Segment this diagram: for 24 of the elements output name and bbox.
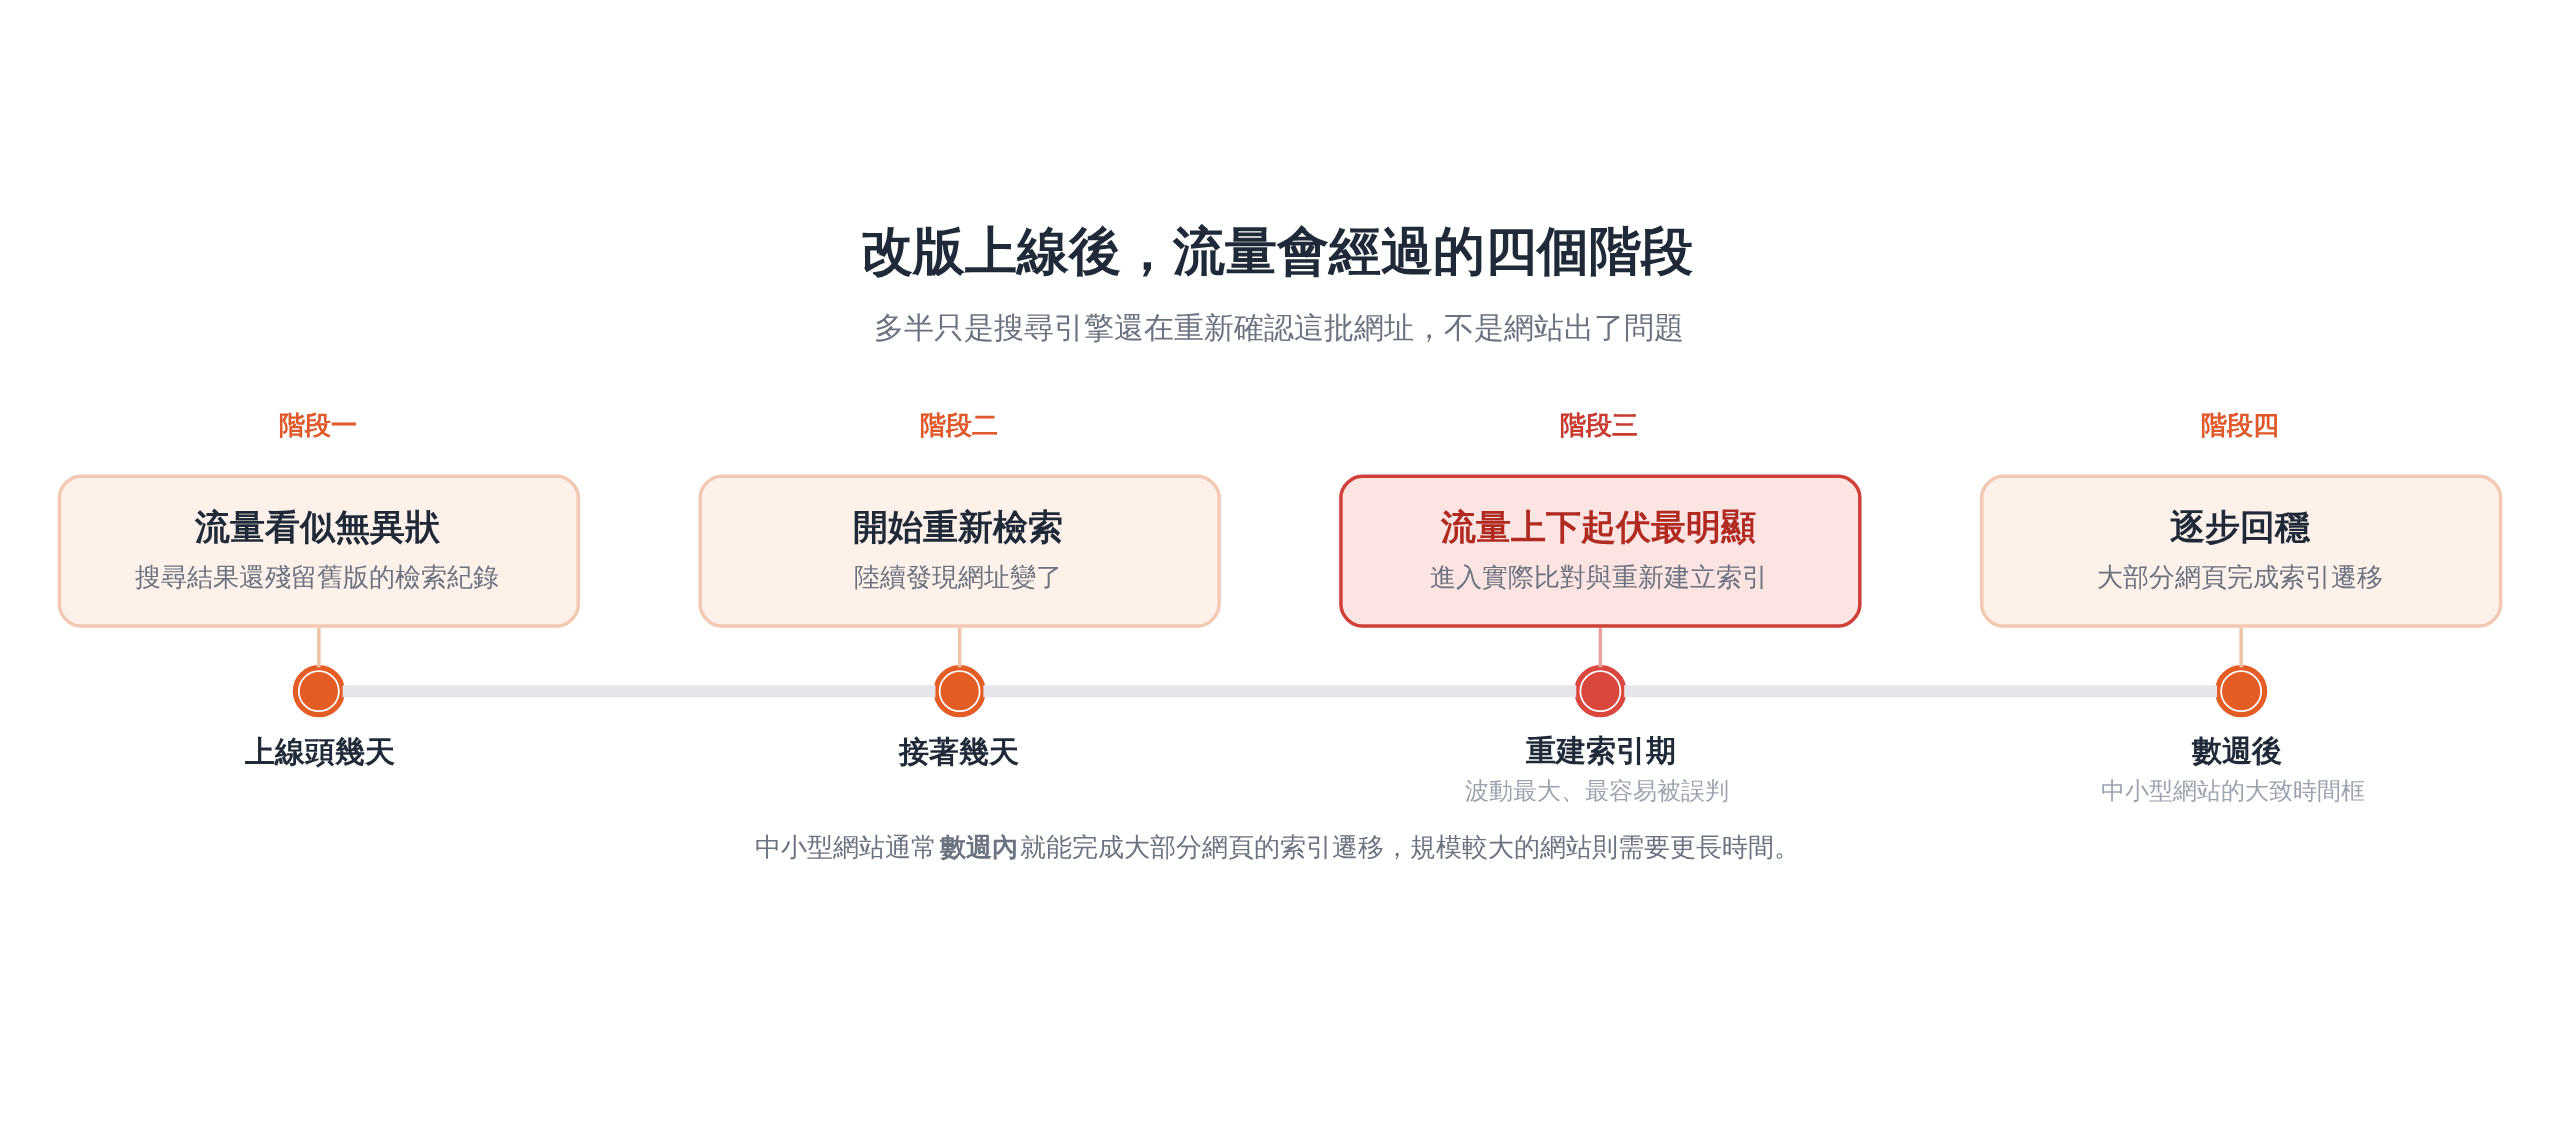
node-label: 重建索引期 [1526, 733, 1677, 768]
connector [317, 627, 321, 667]
node-label: 上線頭幾天 [244, 734, 395, 769]
connector [2239, 627, 2243, 667]
node-circle [292, 664, 345, 717]
node-circle [2215, 664, 2268, 717]
connector [1624, 684, 2218, 697]
connector [957, 627, 962, 667]
caption: 中小型網站通常數週內就能完成大部分網頁的索引遷移，規模較大的網站則需要更長時間。 [755, 831, 1800, 862]
node-label: 接著幾天 [898, 734, 1019, 769]
connector [342, 684, 936, 697]
node-label: 階段二 [919, 409, 998, 440]
node-label: 階段一 [278, 409, 357, 440]
node-circle [1574, 664, 1627, 717]
node-circle [933, 664, 986, 717]
label: 多半只是搜尋引擎還在重新確認這批網址，不是網站出了問題 [874, 310, 1685, 345]
diagram-title: 改版上線後，流量會經過的四個階段 [861, 220, 1694, 281]
connector [1598, 627, 1603, 667]
node-label: 數週後 [2192, 733, 2283, 768]
node-label: 中小型網站的大致時間框 [2100, 775, 2365, 805]
connector [983, 684, 1577, 697]
node-label: 階段三 [1560, 409, 1639, 440]
node-label: 階段四 [2201, 409, 2280, 440]
node-label: 波動最大、最容易被誤判 [1465, 775, 1730, 805]
